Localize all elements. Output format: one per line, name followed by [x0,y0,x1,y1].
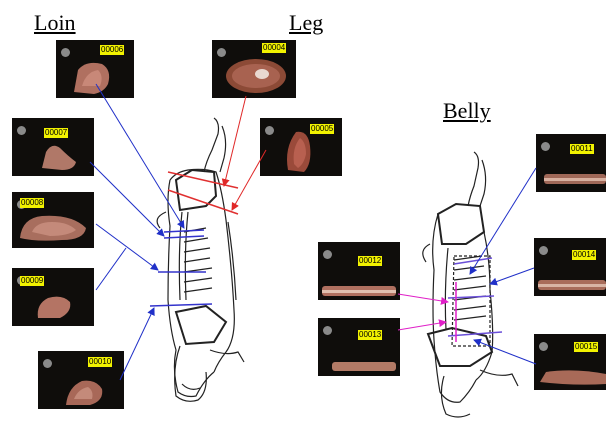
loin-cut-lines [150,230,212,306]
belly-cut-lines [448,258,502,342]
leg-pointer-arrows [224,96,266,210]
left-carcass-outline [157,118,244,401]
right-carcass-outline [423,152,518,417]
belly-magenta-arrows [398,294,448,330]
